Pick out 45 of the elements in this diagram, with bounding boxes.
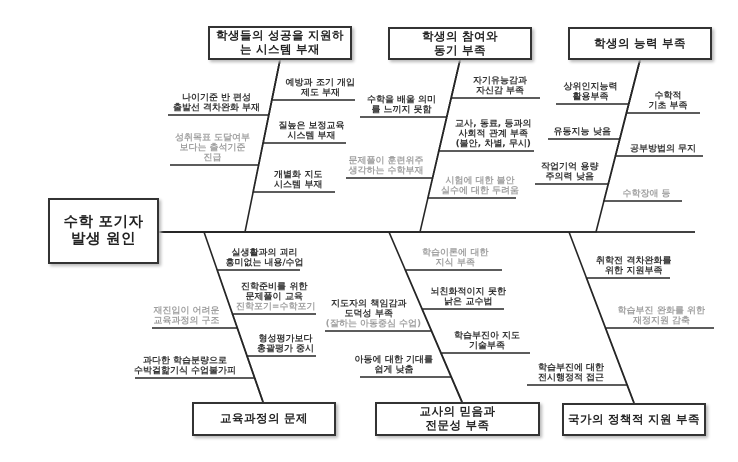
- branch-line: [426, 60, 516, 199]
- cause-text: 수학장애 등: [622, 188, 671, 199]
- cause-text: 학습이론에 대한 지식 부족: [421, 248, 490, 268]
- branch-line: [360, 376, 463, 402]
- cause-text: 나이기준 반 편성 출발선 격차완화 부재: [172, 92, 262, 113]
- branch-line: [135, 377, 264, 402]
- category-box: 교육과정의 문제: [192, 402, 336, 436]
- cause-text: 형성평가보다 총괄평가 중시: [256, 334, 315, 354]
- cause-text: 작업기억 용량 주의력 낮음: [540, 162, 600, 182]
- cause-text: 개별화 지도 시스템 부재: [273, 170, 324, 190]
- cause-text: 과다한 학습분량으로 수박겉핥기식 수업불가피: [132, 356, 238, 376]
- cause-text: 학습부진에 대한 전시행정적 접근: [536, 362, 605, 383]
- cause-text: 교사, 동료, 등과의 사회적 관계 부족 (불안, 차별, 무시): [454, 118, 532, 149]
- category-box: 학생들의 성공을 지원하는 시스템 부재: [208, 26, 352, 60]
- cause-text: 학습부진 완화를 위한 재정지원 감축: [616, 306, 706, 326]
- cause-text: 진학준비를 위한 문제풀이 교육: [240, 282, 308, 302]
- cause-text: 질높은 보정교육 시스템 부재: [278, 120, 346, 141]
- cause-text: 공부방법의 무지: [630, 144, 696, 154]
- category-box: 학생의 능력 부족: [568, 27, 712, 60]
- cause-text: 유동지능 낮음: [554, 126, 611, 137]
- cause-text: 학습부진아 지도 기술부족: [452, 330, 522, 351]
- cause-text: 수학을 배울 의미를 느끼지 못함: [366, 94, 438, 115]
- category-box: 국가의 정책적 지원 부족: [562, 403, 706, 436]
- category-box: 교사의 믿음과 전문성 부족: [375, 402, 540, 436]
- cause-text: 예방과 조기 개입 제도 부재: [284, 78, 356, 98]
- branch-line: [252, 60, 335, 193]
- cause-text: 자기유능감과 자신감 부족: [472, 76, 528, 96]
- cause-text: 지도자의 책임감과 도덕성 부족: [330, 298, 408, 319]
- cause-text: 문제풀이 훈련위주 생각하는 수학부재: [347, 156, 425, 176]
- cause-text: 성취목표 도달여부보다는 출석기준 진급: [174, 132, 251, 163]
- branch-line: [270, 60, 355, 101]
- effect-box: 수학 포기자 발생 원인: [48, 198, 159, 264]
- cause-note: (잘하는 아동중심 수업): [326, 318, 422, 329]
- cause-text: 뇌친화적이지 못한 낡은 교수법: [430, 286, 507, 307]
- cause-text: 수학적 기초 부족: [647, 90, 689, 111]
- cause-text: 시험에 대한 불안 실수에 대한 두려움: [440, 176, 520, 196]
- cause-note: 진학포기=수학포기: [236, 302, 316, 312]
- category-box: 학생의 참여와 동기 부족: [388, 27, 532, 60]
- cause-text: 재진입이 어려운 교육과정의 구조: [152, 306, 221, 326]
- branch-line: [527, 384, 635, 404]
- branch-line: [602, 60, 682, 202]
- cause-text: 아동에 대한 기대를 쉽게 낮춤: [354, 354, 434, 375]
- cause-text: 상위인지능력 활용부족: [562, 82, 619, 102]
- cause-text: 실생활과의 괴리 흥미없는 내용/수업: [224, 248, 305, 268]
- cause-text: 취학전 격차완화를 위한 지원부족: [595, 256, 672, 276]
